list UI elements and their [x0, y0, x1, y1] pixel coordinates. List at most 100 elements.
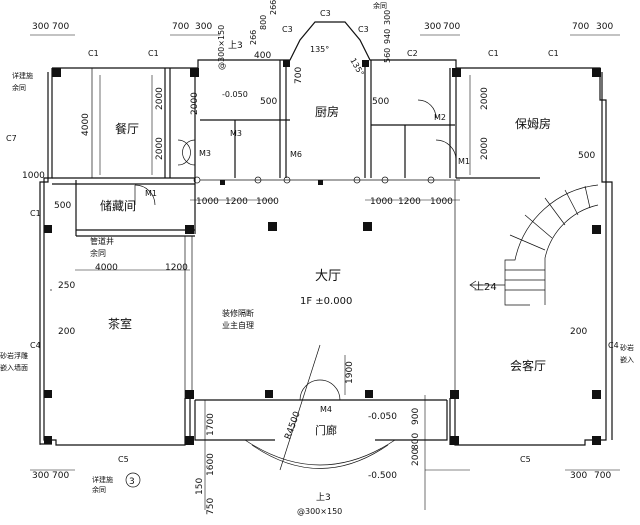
step-up-bottom: 上3 — [316, 492, 331, 503]
porch-level: -0.050 — [368, 412, 397, 422]
dim-d4000: 4000 — [81, 113, 91, 136]
tag-C3b: C3 — [320, 9, 331, 18]
spiral-stair — [469, 184, 599, 306]
tag-M1a: M1 — [145, 189, 157, 198]
dimension-lines — [30, 34, 620, 510]
dim-d500l: 500 — [54, 201, 71, 211]
angle-left: 135° — [310, 45, 329, 54]
dim-e750: 750 — [206, 498, 216, 515]
dim-n500: 500 — [578, 151, 595, 161]
dim-d2000a: 2000 — [155, 87, 165, 110]
dim-top-hs3: 300 — [383, 10, 392, 25]
tag-C5b: C5 — [520, 455, 531, 464]
dim-k700: 700 — [294, 67, 304, 84]
interior-walls — [50, 60, 540, 398]
dim-top-hs2: 940 — [383, 29, 392, 44]
tag-C1b: C1 — [148, 49, 159, 58]
sandstone-note-left-2: 嵌入墙面 — [0, 363, 28, 372]
tag-M3a: M3 — [230, 129, 242, 138]
tag-M4: M4 — [320, 405, 332, 414]
dim-t4000: 4000 — [95, 263, 118, 273]
tag-C5a: C5 — [118, 455, 129, 464]
step-up-top: 上3 — [228, 40, 243, 51]
dim-b-l1: 300 — [32, 471, 49, 481]
dim-top-c2: 800 — [259, 15, 268, 30]
tag-C1c: C1 — [488, 49, 499, 58]
dim-d200l: 200 — [58, 327, 75, 337]
floor-level: 1F ±0.000 — [300, 296, 352, 307]
room-hall: 大厅 — [315, 269, 341, 284]
pipe-shaft-note-2: 余同 — [90, 248, 106, 258]
dim-top-l1: 300 — [32, 22, 49, 32]
outer-level: -0.500 — [368, 471, 397, 481]
top-step-size: @300×150 — [217, 25, 226, 70]
dim-d2000d: 2000 — [480, 137, 490, 160]
dim-top-r1: 300 — [424, 22, 441, 32]
tag-C3a: C3 — [282, 25, 293, 34]
sandstone-note-right-2: 嵌入 — [620, 356, 634, 364]
dim-e1700: 1700 — [206, 413, 216, 436]
detail-callout-number: 3 — [129, 477, 135, 487]
dim-g3: 1000 — [256, 197, 279, 207]
tag-C7: C7 — [6, 134, 17, 143]
tag-C2: C2 — [407, 49, 418, 58]
detail-note-top: 余同 — [373, 1, 387, 10]
tag-C1a: C1 — [88, 49, 99, 58]
tag-C1e: C1 — [30, 209, 41, 218]
dim-top-m2: 300 — [195, 22, 212, 32]
storage-level: -0.050 — [222, 90, 248, 99]
dim-top-l2: 700 — [52, 22, 69, 32]
opening-tags: C1 C1 C1 C1 C1 C2 C3 C3 C3 C4 C4 C5 C5 C… — [6, 9, 619, 464]
angle-right: 135° — [348, 57, 365, 78]
dim-k400: 400 — [254, 51, 271, 61]
bottom-step-size: @300×150 — [297, 507, 342, 516]
doors — [134, 99, 457, 471]
tag-C3c: C3 — [358, 25, 369, 34]
dimension-values: 300 700 700 300 300 700 700 300 266 800 … — [22, 0, 613, 515]
dim-top-m1: 700 — [172, 22, 189, 32]
dim-r200: 200 — [570, 327, 587, 337]
dim-g5: 1200 — [398, 197, 421, 207]
dim-d2000e: 2000 — [190, 92, 200, 115]
dim-d1000: 1000 — [22, 171, 45, 181]
tag-C4a: C4 — [30, 341, 41, 350]
tag-M6: M6 — [290, 150, 302, 159]
dim-g6: 1000 — [430, 197, 453, 207]
dim-top-r2: 700 — [443, 22, 460, 32]
room-storage: 储藏间 — [100, 198, 136, 213]
sandstone-note-left-1: 砂岩浮雕 — [0, 351, 28, 360]
dim-d2000c: 2000 — [480, 87, 490, 110]
dim-e800: 800 — [411, 433, 421, 450]
sandstone-note-right-1: 砂岩 — [620, 343, 634, 352]
partition-note-2: 业主自理 — [222, 320, 254, 330]
detail-note-tl-1: 详建施 — [12, 71, 33, 80]
dim-e150: 150 — [195, 478, 205, 495]
room-kitchen: 厨房 — [315, 104, 339, 119]
dim-k500b: 500 — [372, 97, 389, 107]
exterior-walls — [39, 21, 613, 469]
porch-radius: R4500 — [283, 410, 302, 441]
room-tea: 茶室 — [108, 316, 132, 331]
dim-g2: 1200 — [225, 197, 248, 207]
dim-t1200: 1200 — [165, 263, 188, 273]
partition-note-1: 装修隔断 — [222, 308, 254, 318]
room-reception: 会客厅 — [510, 358, 546, 373]
dim-k500a: 500 — [260, 97, 277, 107]
tag-M3b: M3 — [199, 149, 211, 158]
tag-M2: M2 — [434, 113, 446, 122]
columns — [44, 60, 601, 445]
dim-top-r4: 300 — [596, 22, 613, 32]
tag-C1d: C1 — [548, 49, 559, 58]
dim-b-l2: 700 — [52, 471, 69, 481]
room-dining: 餐厅 — [115, 121, 139, 136]
dim-b-r1: 300 — [570, 471, 587, 481]
tag-M1b: M1 — [458, 157, 470, 166]
dim-e900: 900 — [411, 408, 421, 425]
tag-C4b: C4 — [608, 341, 619, 350]
dim-b-r2: 700 — [594, 471, 611, 481]
dim-e200: 200 — [411, 449, 421, 466]
room-labels: 餐厅 厨房 保姆房 储藏间 大厅 茶室 会客厅 门廊 — [100, 104, 551, 437]
dim-g1: 1000 — [196, 197, 219, 207]
detail-callout-circle — [125, 472, 141, 488]
